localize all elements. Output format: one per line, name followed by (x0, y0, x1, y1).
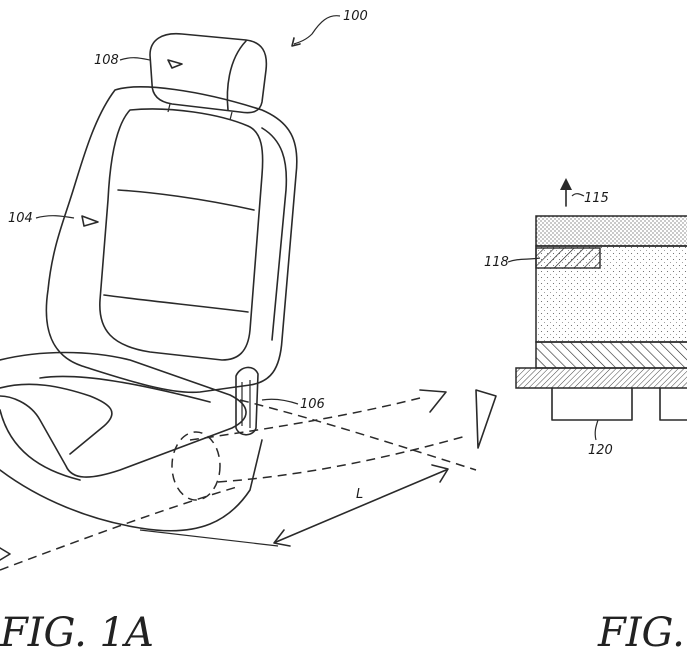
length-label: L (356, 487, 363, 502)
lever-leader (262, 399, 298, 404)
hatched-insert (536, 248, 600, 268)
headrest-leader (120, 58, 150, 60)
fig-1-caption: FIG. 1 (597, 610, 687, 656)
headrest-post-left (168, 104, 170, 112)
seat-cushion-bottom (0, 440, 262, 531)
insert-leader (508, 258, 540, 262)
headrest-label: 108 (94, 53, 119, 68)
direction-arrowhead (560, 178, 572, 190)
assembly-leader (294, 16, 340, 44)
seat-back-label: 104 (8, 211, 33, 226)
base-component-right (660, 388, 687, 420)
axis-dashed-line (240, 400, 476, 470)
seat-back-seam-lower (104, 295, 248, 312)
assembly-label: 100 (343, 9, 368, 24)
length-dimension-line (276, 470, 446, 542)
base-plate (516, 368, 687, 388)
lever-label: 106 (300, 397, 325, 412)
rotation-arrowhead-upper (420, 390, 446, 412)
direction-leader (572, 194, 584, 196)
length-dimension: L (140, 465, 448, 546)
vehicle-seat (0, 34, 297, 531)
length-extension-line (140, 530, 278, 546)
rotation-arc-lower (218, 436, 466, 482)
direction-label: 115 (584, 191, 609, 206)
insert-label: 118 (484, 255, 509, 270)
seat-cushion-outer (0, 353, 246, 478)
reference-labels-fig-1a: 100 108 104 106 (8, 9, 368, 412)
headrest-arrow (168, 60, 182, 68)
layer-stack-diagram: 115 118 120 (484, 178, 687, 458)
length-arrowhead-right (432, 465, 448, 482)
top-dotted-layer (536, 216, 687, 246)
fig-1a-caption: FIG. 1A (0, 610, 154, 656)
base-component-leader (595, 420, 598, 440)
seat-back-seam-upper (118, 190, 254, 210)
hatched-layer (536, 342, 687, 368)
base-component-label: 120 (588, 443, 613, 458)
headrest-side (227, 41, 246, 110)
seat-back-outer (46, 87, 297, 392)
base-component-left (552, 388, 632, 420)
length-arrowhead-left (274, 530, 290, 546)
headrest-outline (150, 34, 266, 113)
rotation-arrowhead-lower (476, 390, 496, 448)
bottom-left-arrow (0, 548, 10, 560)
seat-back-arrow (82, 216, 98, 226)
seat-back-leader (36, 216, 74, 218)
seat-back-bolster (262, 128, 286, 340)
seat-back-inner-panel (100, 109, 263, 360)
headrest-post-right (230, 112, 232, 120)
